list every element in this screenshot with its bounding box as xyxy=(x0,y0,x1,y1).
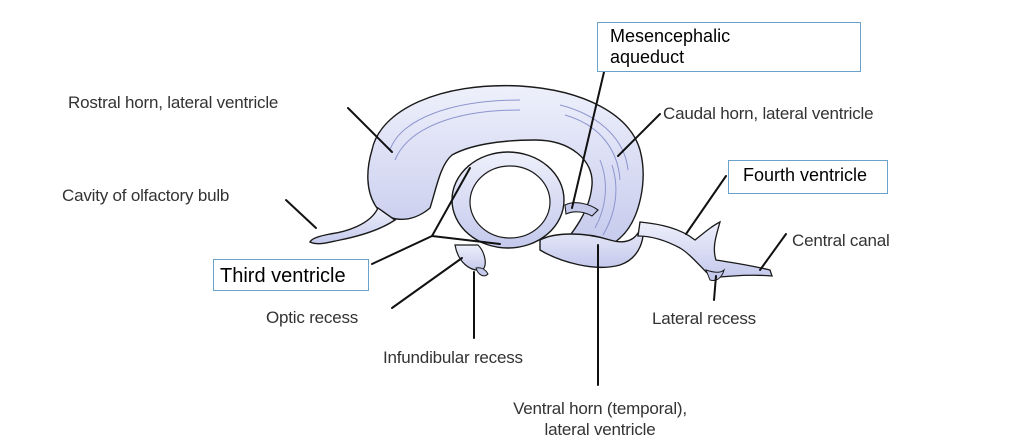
leader-olfactory-bulb xyxy=(285,199,317,229)
label-central-canal: Central canal xyxy=(792,231,890,250)
fourth-ventricle-shape xyxy=(637,220,773,279)
leader-rostral-horn xyxy=(347,107,393,153)
label-third-ventricle: Third ventricle xyxy=(220,265,346,287)
label-ventral-horn-line1: Ventral horn (temporal), xyxy=(513,399,687,418)
label-mesencephalic-line2: aqueduct xyxy=(610,47,685,67)
label-olfactory-bulb: Cavity of olfactory bulb xyxy=(62,186,230,205)
leader-fourth-ventricle xyxy=(685,175,727,235)
label-fourth-ventricle: Fourth ventricle xyxy=(743,165,868,185)
label-infundibular-recess: Infundibular recess xyxy=(383,348,523,367)
label-mesencephalic-line1: Mesencephalic xyxy=(610,26,731,46)
leader-third-ventricle-c xyxy=(431,235,501,245)
leader-lines xyxy=(285,71,787,386)
interthalamic-hole xyxy=(469,165,551,239)
optic-recess-shape xyxy=(454,244,486,271)
leader-optic-recess xyxy=(391,257,463,309)
label-rostral-horn: Rostral horn, lateral ventricle xyxy=(68,93,279,112)
leader-third-ventricle-b xyxy=(431,167,471,237)
leader-central-canal xyxy=(759,233,787,271)
label-fourth-ventricle-box: Fourth ventricle xyxy=(728,160,888,194)
leader-mesencephalic xyxy=(571,71,605,209)
label-optic-recess: Optic recess xyxy=(266,308,359,327)
lateral-ventricle-arch xyxy=(367,84,644,253)
label-third-ventricle-box: Third ventricle xyxy=(213,259,369,291)
arch-shading xyxy=(389,99,629,236)
leader-lateral-recess xyxy=(713,275,717,301)
leader-third-ventricle-a xyxy=(371,235,433,265)
label-lateral-recess: Lateral recess xyxy=(652,309,756,328)
olfactory-bulb-cavity xyxy=(309,206,397,245)
label-mesencephalic-box: Mesencephalic aqueduct xyxy=(597,22,861,72)
label-ventral-horn: Ventral horn (temporal), lateral ventric… xyxy=(485,398,715,440)
label-ventral-horn-line2: lateral ventricle xyxy=(544,420,656,439)
label-caudal-horn: Caudal horn, lateral ventricle xyxy=(663,104,874,123)
leader-caudal-horn xyxy=(617,113,661,157)
lateral-recess-shape xyxy=(705,268,725,281)
infundibular-recess-shape xyxy=(475,267,489,277)
